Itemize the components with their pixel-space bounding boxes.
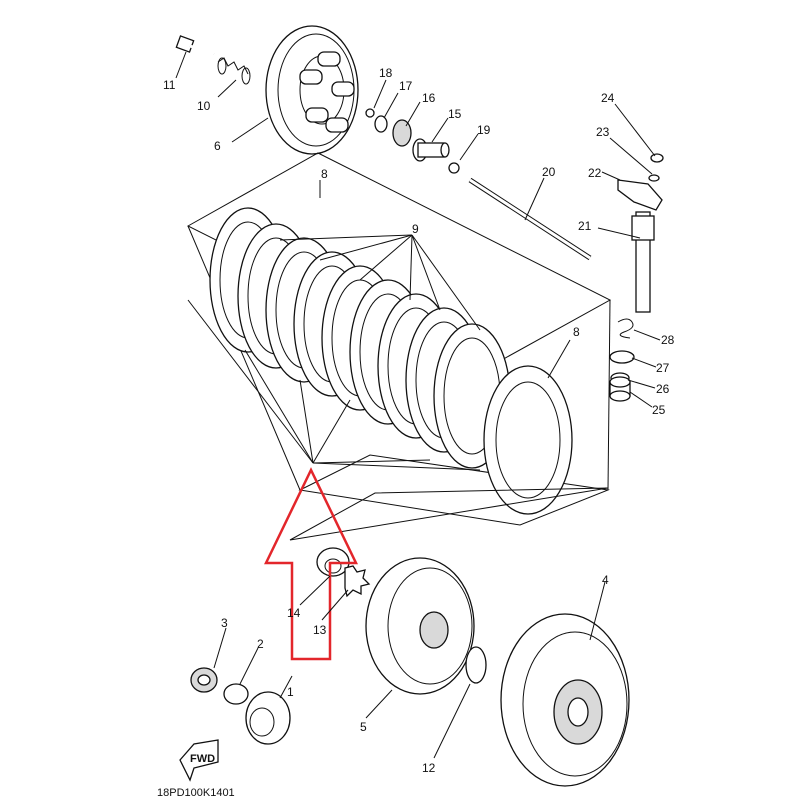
oil-seal-part xyxy=(609,350,635,364)
callout-10: 10 xyxy=(197,99,211,113)
spring-part xyxy=(217,57,251,85)
callout-16: 16 xyxy=(422,91,436,105)
drawing-code: 18PD100K1401 xyxy=(157,787,235,799)
lever-washer-part xyxy=(650,153,664,163)
callout-24: 24 xyxy=(601,91,615,105)
callout-11: 11 xyxy=(163,78,176,92)
fwd-arrow-badge: FWD xyxy=(179,739,219,782)
callout-leaders xyxy=(175,51,661,759)
callout-13: 13 xyxy=(313,623,327,637)
spacer-washer-part xyxy=(223,683,249,705)
callout-27: 27 xyxy=(656,361,670,375)
washer-part xyxy=(374,115,388,133)
callout-9: 9 xyxy=(412,222,419,236)
callout-1: 1 xyxy=(287,685,294,699)
bearing-part xyxy=(392,119,412,147)
push-rod-part xyxy=(412,138,450,162)
friction-plates xyxy=(209,207,573,515)
lock-washer-part xyxy=(344,565,371,598)
callout-26: 26 xyxy=(656,382,670,396)
clutch-housing-part xyxy=(500,613,630,787)
callout-22: 22 xyxy=(588,166,602,180)
callout-8-top: 8 xyxy=(321,167,328,181)
callout-6: 6 xyxy=(214,139,221,153)
thrust-washer-part xyxy=(465,646,487,684)
lever-spring-part xyxy=(617,318,634,339)
push-lever-shaft-part xyxy=(631,211,655,313)
callout-2: 2 xyxy=(257,637,264,651)
push-lever-group xyxy=(609,153,664,402)
callout-8-right: 8 xyxy=(573,325,580,339)
fwd-label: FWD xyxy=(190,753,215,765)
lower-assembly-group xyxy=(190,487,630,787)
callout-18: 18 xyxy=(379,66,393,80)
pressure-plate-part xyxy=(265,25,359,155)
callout-21: 21 xyxy=(578,219,592,233)
callout-23: 23 xyxy=(596,125,610,139)
bolt-part xyxy=(175,35,215,56)
callout-5: 5 xyxy=(360,720,367,734)
callout-25: 25 xyxy=(652,403,666,417)
callout-19: 19 xyxy=(477,123,491,137)
callout-20: 20 xyxy=(542,165,556,179)
drive-nut-part xyxy=(190,667,218,693)
plate-stack-group xyxy=(186,152,612,526)
callout-12: 12 xyxy=(422,761,436,775)
leader-fan xyxy=(187,234,481,471)
callout-28: 28 xyxy=(661,333,675,347)
circlip-part xyxy=(648,174,660,182)
pressure-plate-group xyxy=(175,25,592,261)
callout-17: 17 xyxy=(399,79,413,93)
primary-drive-gear-part xyxy=(245,691,291,745)
plain-washer-part xyxy=(365,108,375,118)
callout-3: 3 xyxy=(221,616,228,630)
callout-labels: 1 2 3 4 5 6 8 8 9 10 11 12 13 14 15 16 1… xyxy=(163,66,675,775)
callout-15: 15 xyxy=(448,107,462,121)
clutch-boss-part xyxy=(365,557,475,695)
long-push-rod-part xyxy=(468,177,592,261)
lever-part xyxy=(617,179,663,211)
bush-part xyxy=(609,376,631,402)
callout-14: 14 xyxy=(287,606,301,620)
callout-4: 4 xyxy=(602,573,609,587)
ball-part xyxy=(448,162,460,174)
